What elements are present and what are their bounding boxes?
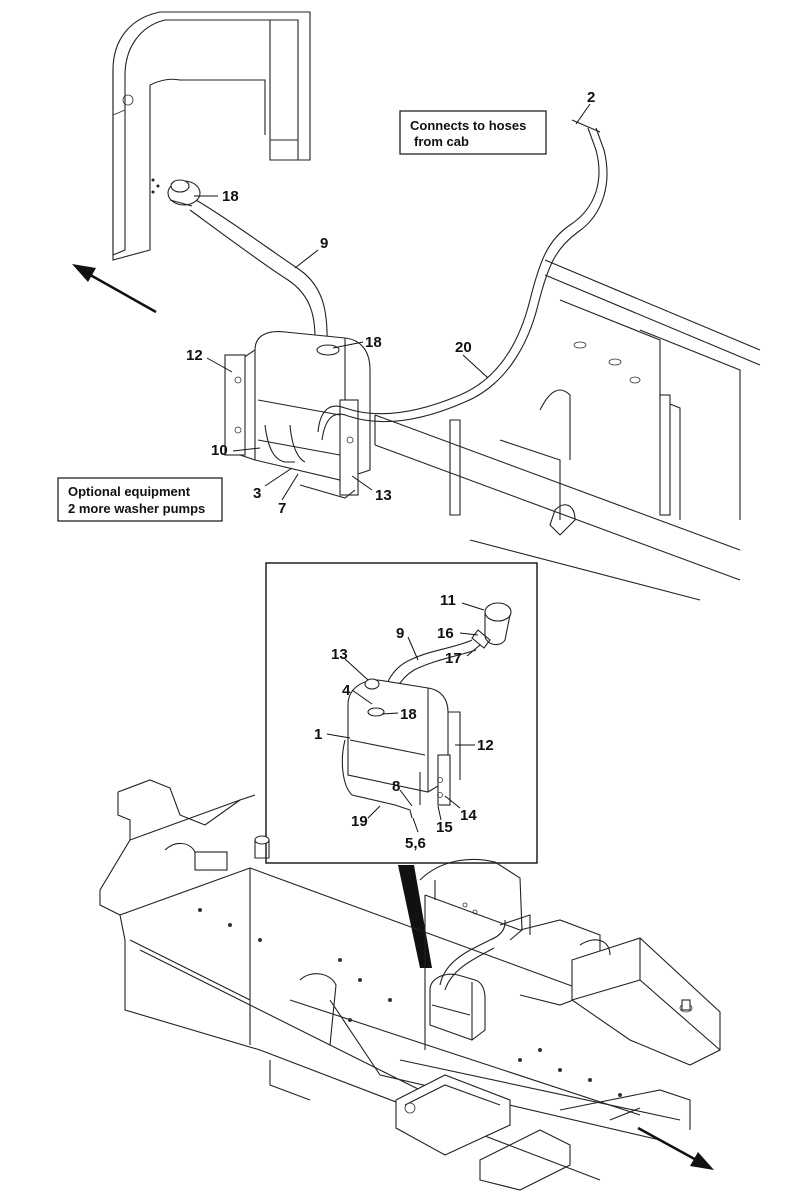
hose-20 <box>317 119 608 441</box>
cab-pillar <box>112 11 311 261</box>
note-hoses-line2: from cab <box>414 134 469 149</box>
callout-d-16: 16 <box>437 625 454 642</box>
callout-2: 2 <box>587 89 595 106</box>
leaders-top <box>194 103 591 501</box>
callout-d-19: 19 <box>351 813 368 830</box>
callout-d-15: 15 <box>436 819 453 836</box>
note-optional-line2: 2 more washer pumps <box>68 501 205 516</box>
callout-d-18: 18 <box>400 706 417 723</box>
direction-arrow-icon <box>637 1126 714 1170</box>
detail-view: 11 16 9 17 13 4 18 1 12 8 14 19 15 5,6 <box>265 562 538 864</box>
callout-d-9: 9 <box>396 625 404 642</box>
callout-10: 10 <box>211 442 228 459</box>
note-optional: Optional equipment 2 more washer pumps <box>57 477 223 522</box>
frame-top <box>374 259 761 601</box>
washer-tank-top <box>224 331 371 499</box>
callout-9: 9 <box>320 235 328 252</box>
note-hoses: Connects to hoses from cab <box>399 110 547 155</box>
callout-12: 12 <box>186 347 203 364</box>
callout-d-17: 17 <box>445 650 462 667</box>
hose-fitting-pillar <box>167 179 201 207</box>
detail-pointer <box>398 865 432 968</box>
callout-18-pillar: 18 <box>222 188 239 205</box>
callout-d-12: 12 <box>477 737 494 754</box>
note-optional-line1: Optional equipment <box>68 484 191 499</box>
machine-frame <box>99 779 721 1191</box>
callout-d-11: 11 <box>440 592 456 609</box>
callouts-top: 2 18 9 18 12 20 10 3 7 13 <box>186 89 595 517</box>
callout-d-4: 4 <box>342 682 351 699</box>
callout-3: 3 <box>253 485 261 502</box>
callout-7: 7 <box>278 500 286 517</box>
direction-arrow-icon <box>72 264 157 314</box>
note-hoses-line1: Connects to hoses <box>410 118 526 133</box>
callout-d-14: 14 <box>460 807 477 824</box>
callout-13: 13 <box>375 487 392 504</box>
callout-d-1: 1 <box>314 726 322 743</box>
callout-d-13: 13 <box>331 646 348 663</box>
callout-d-56: 5,6 <box>405 835 426 852</box>
callout-d-8: 8 <box>392 778 400 795</box>
hose-9 <box>189 199 328 349</box>
callout-20: 20 <box>455 339 472 356</box>
callout-18-tank: 18 <box>365 334 382 351</box>
